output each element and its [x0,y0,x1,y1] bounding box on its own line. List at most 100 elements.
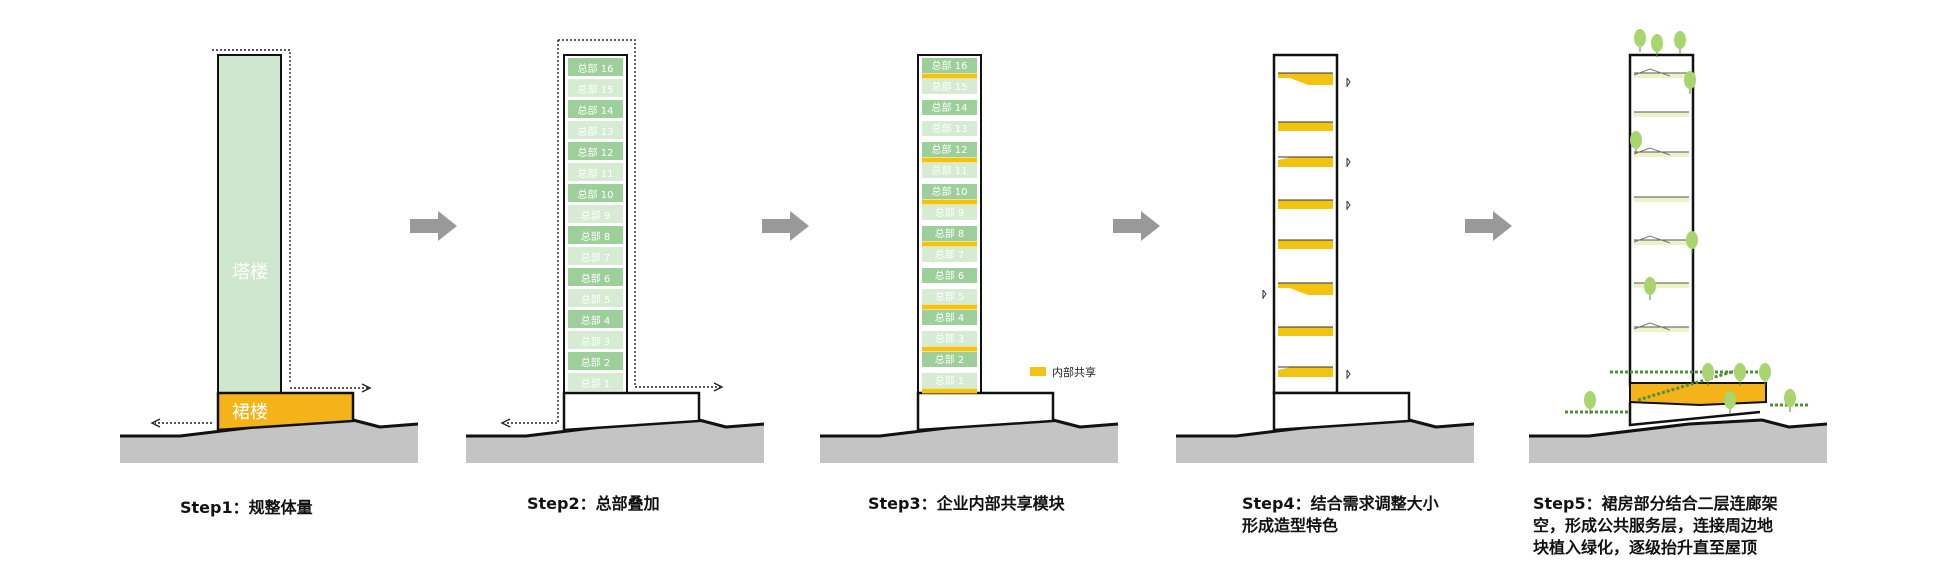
green-floor-band [1634,197,1689,202]
floor-label: 总部 10 [932,185,968,198]
podium-mass [916,391,1055,432]
floor-block [922,58,977,73]
floor-block [922,79,977,94]
podium-mass [216,391,355,432]
floor-block [922,205,977,220]
floor-label: 总部 3 [581,335,611,348]
tower-shell [1272,53,1339,395]
ground-line [1529,418,1828,438]
floor-label: 总部 4 [581,314,611,327]
floor-block [922,268,977,283]
tree-canopy [1724,391,1736,409]
podium-label: 裙楼 [232,402,268,423]
floor-block [568,163,623,181]
floor-block [922,100,977,115]
floor-label: 总部 9 [581,209,611,222]
floor-label: 总部 4 [935,311,965,324]
outline-dotted-left [505,40,559,424]
share-floor-band [1278,283,1333,295]
ground-mass [466,420,764,463]
tree-canopy [1634,29,1646,47]
adjust-marker [1346,200,1351,210]
floor-label: 总部 1 [581,377,611,390]
floor-block [568,373,623,391]
floor-block [568,226,623,244]
share-floor-band [1278,157,1333,167]
shift-arrowhead-right [361,383,372,393]
floor-block [568,58,623,76]
tree-canopy [1584,391,1596,409]
floor-label: 总部 2 [581,356,611,369]
floor-label: 总部 12 [578,146,614,159]
adjust-marker [1262,289,1267,299]
step5-caption-line3: 块植入绿化，逐级抬升直至屋顶 [1533,538,1758,557]
floor-label: 总部 11 [932,164,968,177]
floor-label: 总部 13 [578,125,614,138]
outline-dotted [212,49,291,384]
share-band [922,199,977,205]
step-arrow-icon [1465,211,1512,241]
floor-label: 总部 12 [932,143,968,156]
floor-block [568,121,623,139]
shift-arrowhead-left [150,418,161,428]
tower-label: 塔楼 [232,262,268,283]
share-band [922,241,977,247]
ground-mass [120,420,418,463]
tree-canopy [1630,131,1642,149]
floor-label: 总部 11 [578,167,614,180]
share-band [922,73,977,79]
green-floor-band [1634,327,1689,332]
ground-mass [1176,420,1474,463]
floor-label: 总部 5 [935,290,965,303]
floor-block [568,100,623,118]
green-floor-band [1634,112,1689,117]
green-ramp [1637,366,1746,402]
step-arrow-icon [762,211,809,241]
floor-label: 总部 9 [935,206,965,219]
tower-mass [217,54,282,394]
step4-caption: Step4：结合需求调整大小 形成造型特色 [1242,493,1439,537]
floor-label: 总部 16 [578,62,614,75]
podium-underside [1628,402,1761,427]
step3-caption: Step3：企业内部共享模块 [868,494,1065,513]
floor-block [922,373,977,388]
tree-canopy [1734,363,1746,381]
podium-mass [562,391,701,432]
floor-block [568,331,623,349]
floor-label: 总部 8 [581,230,611,243]
adjust-marker [1346,369,1351,379]
share-floor-band [1278,200,1333,209]
step5-caption-line1: Step5：裙房部分结合二层连廊架 [1533,494,1778,513]
green-slope [1633,68,1671,77]
floor-label: 总部 15 [578,83,614,96]
floor-block [568,205,623,223]
share-floor-band [1278,240,1333,249]
tree-canopy [1759,363,1771,381]
podium-mass [1272,391,1411,432]
floor-label: 总部 14 [578,104,614,117]
share-floor-band [1278,122,1333,131]
step-arrows [410,211,1512,241]
floor-block [922,331,977,346]
tree-canopy [1684,71,1696,89]
step1-caption: Step1：规整体量 [180,498,313,517]
floor-block [922,310,977,325]
floor-block [922,142,977,157]
floor-block [922,226,977,241]
step5-diagram [1565,29,1810,427]
green-slope [1633,147,1671,156]
step5-caption: Step5：裙房部分结合二层连廊架 空，形成公共服务层，连接周边地 块植入绿化，… [1533,493,1778,559]
green-floor-band [1634,73,1689,78]
legend-swatch [1030,367,1046,376]
floor-label: 总部 8 [935,227,965,240]
floor-block [568,268,623,286]
floor-block [922,247,977,262]
floor-block [568,184,623,202]
floor-label: 总部 14 [932,101,968,114]
elevated-podium [1629,382,1767,407]
green-floor-band [1634,283,1689,288]
tree-canopy [1644,277,1656,295]
